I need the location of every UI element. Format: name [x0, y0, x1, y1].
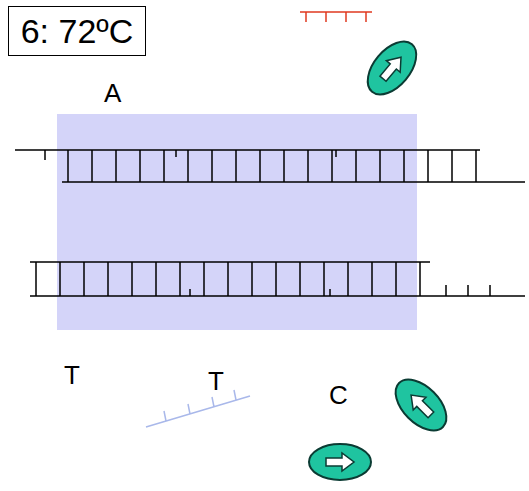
base-letter: C [329, 382, 348, 408]
polymerase-symbol [386, 370, 455, 439]
dna-ladder [15, 150, 525, 296]
polymerase-symbol [309, 444, 371, 480]
base-letter: T [208, 368, 224, 394]
shaded-region [57, 114, 417, 330]
primer-red [300, 12, 372, 22]
dna-strands [15, 150, 525, 296]
polymerase-symbol [358, 33, 425, 104]
polymerases [309, 33, 456, 480]
base-letter: A [104, 80, 121, 106]
step-box: 6: 72ºC [8, 6, 146, 56]
step-label: 6: 72ºC [21, 14, 134, 48]
base-letter: T [64, 362, 80, 388]
primer-blue [146, 390, 250, 427]
